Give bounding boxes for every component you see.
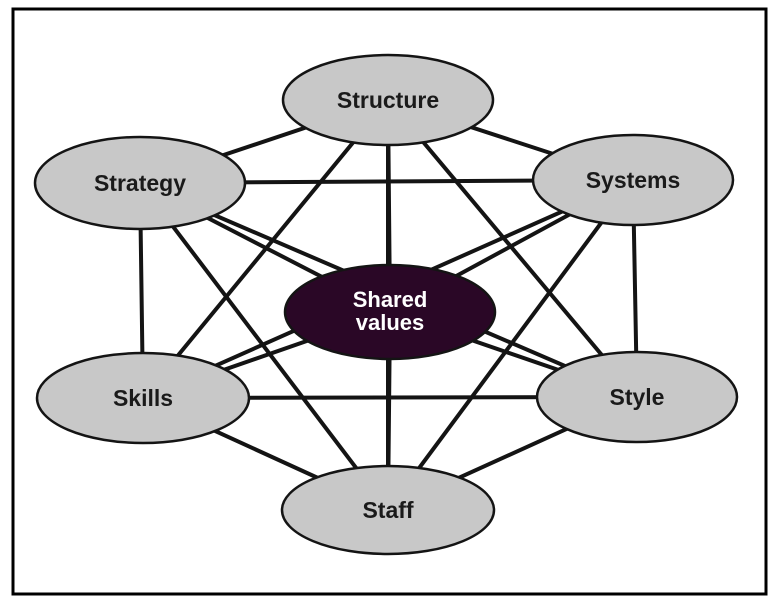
node-strategy: Strategy [33,135,247,231]
node-skills: Skills [35,351,251,445]
shared-values-ellipse [283,263,497,361]
structure-ellipse [281,53,495,147]
node-structure: Structure [281,53,495,147]
systems-label: Systems [586,167,681,193]
node-shared-values: Shared values [283,263,497,361]
style-ellipse [535,350,739,444]
staff-ellipse [280,464,496,556]
strategy-ellipse [33,135,247,231]
edge-structure-style [386,98,639,399]
edge-strategy-staff [138,181,390,512]
node-systems: Systems [531,133,735,227]
strategy-label: Strategy [94,170,186,196]
skills-label: Skills [113,385,173,411]
skills-ellipse [35,351,251,445]
systems-ellipse [531,133,735,227]
staff-label: Staff [362,497,413,523]
shared-values-label-line2: values [356,310,425,335]
edge-systems-staff [386,178,635,512]
style-label: Style [610,384,665,410]
node-staff: Staff [280,464,496,556]
node-style: Style [535,350,739,444]
structure-label: Structure [337,87,439,113]
shared-values-label-line1: Shared [353,287,428,312]
